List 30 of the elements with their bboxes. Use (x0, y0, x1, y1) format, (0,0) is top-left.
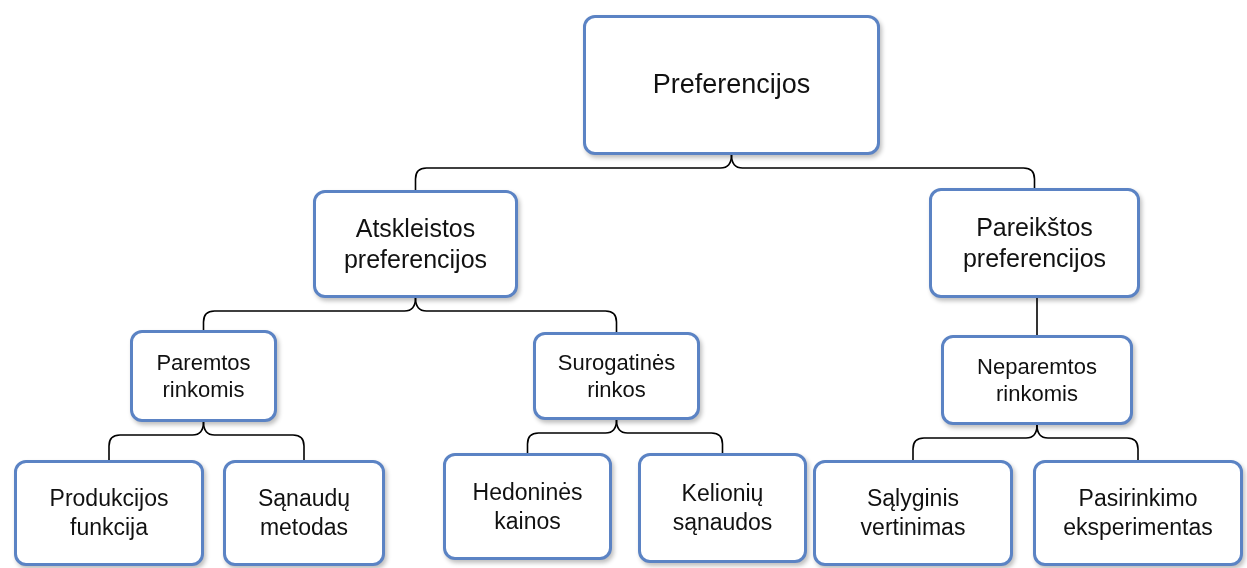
node-label: Pareikštos preferencijos (961, 211, 1108, 274)
category-box (941, 335, 1133, 425)
node-label: Neparemtos rinkomis (976, 352, 1098, 408)
category-box (130, 330, 277, 422)
node-label: Paremtos rinkomis (155, 348, 252, 404)
category-box (929, 188, 1140, 298)
category-box (223, 460, 385, 566)
category-box (583, 15, 880, 155)
brace-connector (202, 421, 305, 461)
node-label: Pasirinkimo eksperimentas (1062, 484, 1214, 542)
category-box (14, 460, 204, 566)
category-box (313, 190, 518, 298)
category-box (813, 460, 1013, 566)
category-box (533, 332, 700, 420)
category-box (638, 453, 807, 563)
node-label: Atskleistos preferencijos (342, 212, 489, 275)
node-label: Produkcijos funkcija (48, 484, 170, 542)
node-label: Kelionių sąnaudos (671, 479, 774, 537)
node-label: Sąlyginis vertinimas (859, 484, 967, 542)
node-label: Hedoninės kainos (471, 477, 584, 536)
brace-connector (1036, 424, 1139, 461)
brace-connector (730, 154, 1036, 189)
category-box (1033, 460, 1243, 566)
node-label: Sąnaudų metodas (256, 484, 352, 542)
node-label: Preferencijos (652, 68, 811, 102)
node-label: Surogatinės rinkos (556, 348, 677, 404)
brace-connector (414, 297, 618, 333)
category-box (443, 453, 612, 560)
brace-connector (615, 419, 724, 454)
brace-connector (1036, 297, 1038, 336)
